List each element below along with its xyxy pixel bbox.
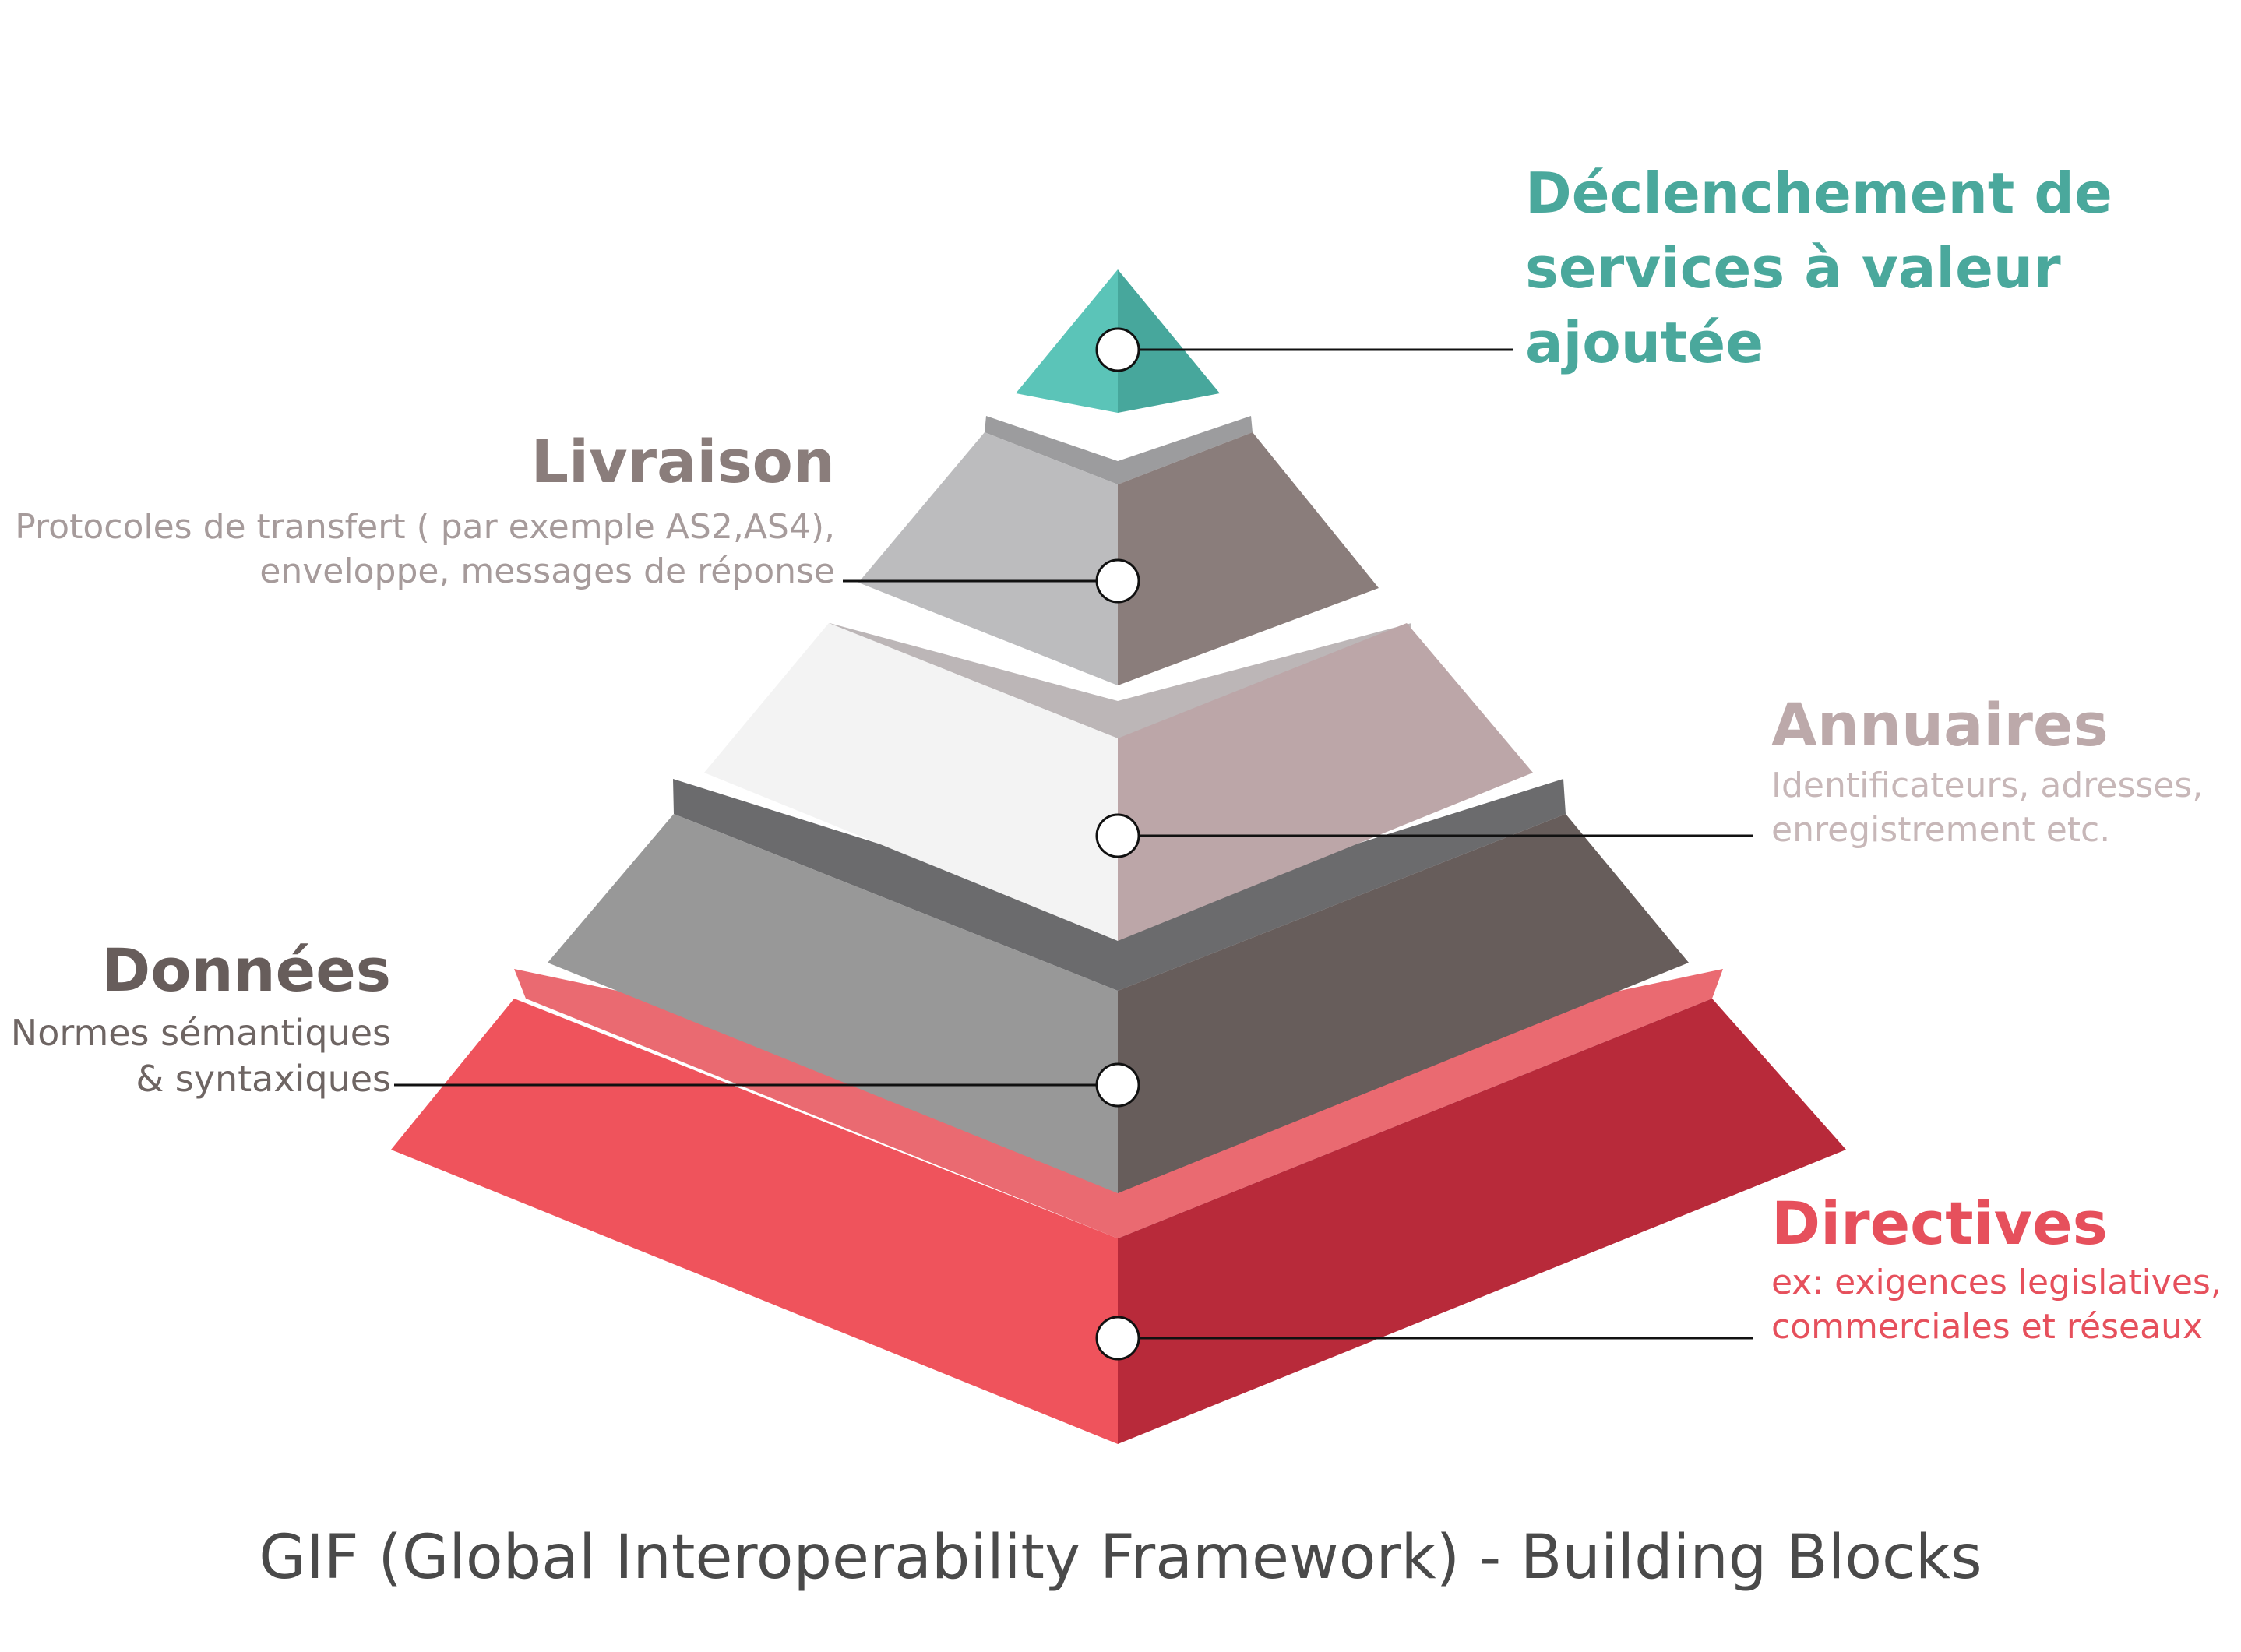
annuaires-label-block: Annuaires Identificateurs, adresses, enr… [1771, 690, 2203, 852]
livraison-right-face [1118, 432, 1379, 685]
layer-donnees [548, 779, 1689, 1193]
services-left-face [1016, 269, 1118, 413]
layer-livraison [858, 416, 1379, 685]
annuaires-left-face [704, 623, 1118, 941]
livraison-description: Protocoles de transfert ( par exemple AS… [15, 505, 835, 594]
services-title-line: services à valeur [1525, 235, 2061, 301]
directives-right-face [1118, 999, 1846, 1444]
services-title-line: ajoutée [1525, 310, 1764, 375]
connector-dot-annuaires [1095, 813, 1140, 858]
services-title: Déclenchement de services à valeur ajout… [1525, 156, 2112, 380]
donnees-description-line: Normes sémantiques [10, 1012, 391, 1055]
connector-dot-livraison [1095, 558, 1140, 604]
directives-description: ex: exigences legislatives, commerciales… [1771, 1260, 2222, 1349]
connector-dot-directives [1095, 1316, 1140, 1361]
donnees-right-face [1118, 814, 1689, 1193]
donnees-title: Données [101, 935, 391, 1005]
directives-left-face [391, 999, 1118, 1444]
donnees-left-face [548, 814, 1118, 1193]
donnees-description: Normes sémantiques & syntaxiques [11, 1010, 391, 1102]
donnees-description-line: & syntaxiques [136, 1057, 391, 1100]
directives-description-line: ex: exigences legislatives, [1771, 1263, 2222, 1303]
directives-label-block: Directives ex: exigences legislatives, c… [1771, 1189, 2222, 1349]
annuaires-description-line: enregistrement etc. [1771, 810, 2111, 851]
footer-title: GIF (Global Interoperability Framework) … [259, 1523, 1982, 1593]
connector-dot-services [1095, 327, 1140, 372]
annuaires-title: Annuaires [1771, 690, 2109, 759]
directives-title: Directives [1771, 1189, 2108, 1258]
livraison-title: Livraison [530, 427, 835, 496]
layer-services [1016, 269, 1220, 413]
layer-annuaires [704, 623, 1533, 941]
livraison-left-face [858, 432, 1118, 685]
annuaires-description: Identificateurs, adresses, enregistremen… [1771, 763, 2203, 852]
services-title-line: Déclenchement de [1525, 160, 2112, 226]
donnees-label-block: Données Normes sémantiques & syntaxiques [11, 935, 391, 1102]
livraison-top-face [985, 416, 1253, 484]
livraison-label-block: Livraison Protocoles de transfert ( par … [15, 427, 835, 594]
annuaires-right-face [1118, 623, 1533, 941]
connector-dot-donnees [1095, 1062, 1140, 1108]
directives-description-line: commerciales et réseaux [1771, 1307, 2203, 1347]
livraison-description-line: enveloppe, messages de réponse [259, 551, 835, 592]
services-right-face [1118, 269, 1220, 413]
livraison-description-line: Protocoles de transfert ( par exemple AS… [15, 507, 835, 548]
annuaires-description-line: Identificateurs, adresses, [1771, 766, 2204, 806]
donnees-top-face [673, 779, 1566, 991]
